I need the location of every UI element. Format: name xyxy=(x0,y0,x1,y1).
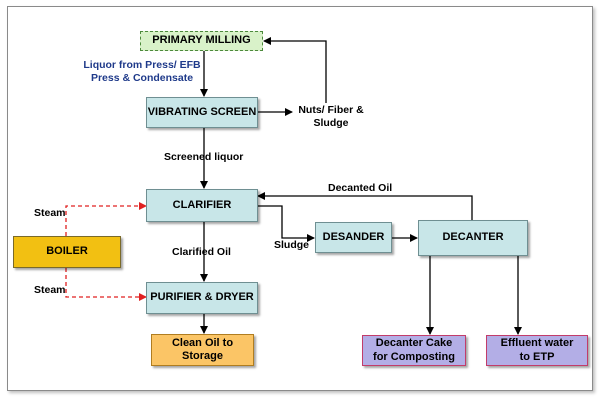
label-decanted-oil: Decanted Oil xyxy=(328,182,393,194)
label-screened-liquor: Screened liquor xyxy=(164,151,244,163)
label-liquor-line1: Liquor from Press/ EFB xyxy=(83,59,201,71)
label-liquor-line2: Press & Condensate xyxy=(90,71,194,84)
label-sludge: Sludge xyxy=(274,239,310,251)
label-nuts-fiber-sludge: Nuts/ Fiber & Sludge xyxy=(296,104,366,129)
diagram-frame xyxy=(7,6,593,391)
node-boiler: BOILER xyxy=(13,236,121,268)
arrow-decanter-to-clarifier xyxy=(257,192,473,220)
steam-arrow-to-clarifier xyxy=(65,202,147,236)
node-clarifier: CLARIFIER xyxy=(146,189,258,222)
node-primary-milling: PRIMARY MILLING xyxy=(140,31,263,51)
label-liquor-source: Liquor from Press/ EFB Press & Condensat… xyxy=(82,59,202,84)
label-steam-top: Steam xyxy=(34,207,66,219)
label-nuts-line1: Nuts/ Fiber & xyxy=(298,104,364,116)
node-effluent-water: Effluent water to ETP xyxy=(486,335,588,366)
label-clarified-oil: Clarified Oil xyxy=(172,246,231,258)
label-nuts-line2: Sludge xyxy=(313,116,349,129)
node-decanter-cake: Decanter Cake for Composting xyxy=(362,335,466,366)
node-purifier-dryer: PURIFIER & DRYER xyxy=(146,282,258,314)
label-steam-bottom: Steam xyxy=(34,284,66,296)
node-vibrating-screen: VIBRATING SCREEN xyxy=(146,97,258,128)
node-desander: DESANDER xyxy=(315,222,392,253)
steam-arrow-to-purifier xyxy=(65,268,147,301)
node-clean-oil-storage: Clean Oil to Storage xyxy=(151,334,254,366)
arrow-nuts-back-to-milling xyxy=(263,37,327,103)
arrow-clarifier-to-desander xyxy=(258,205,315,242)
node-decanter: DECANTER xyxy=(418,220,528,256)
